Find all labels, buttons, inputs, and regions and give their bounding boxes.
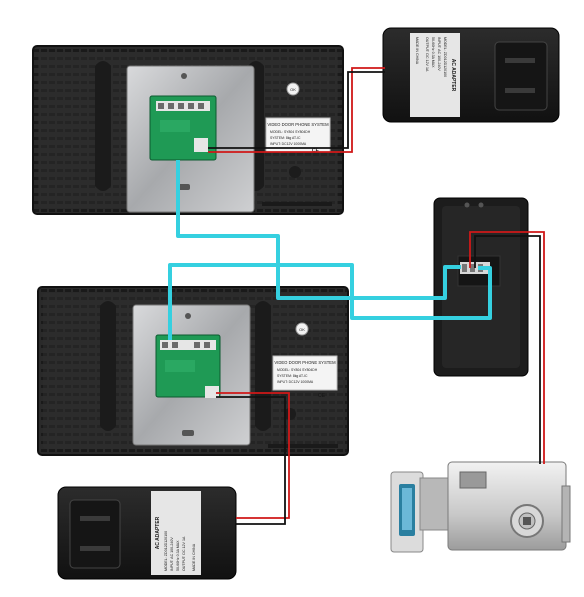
power-adapter-top: AC ADAPTER MODEL: ZD012D120100 INPUT: AC… [382, 27, 560, 123]
label-row-bottom-1: MODEL: SY804 SY804DH [277, 368, 318, 372]
svg-text:50-60Hz 0.3A MAX: 50-60Hz 0.3A MAX [176, 540, 180, 571]
product-label-bottom [272, 355, 338, 391]
ce-mark-top: CE [312, 148, 320, 154]
label-row-top-1: MODEL: SY804 SY804DH [270, 130, 311, 134]
label-row-top-2: SYSTEM: 8kg AT-IC [270, 136, 301, 140]
outdoor-camera-unit [433, 197, 529, 377]
product-label-top [265, 117, 331, 153]
monitor-bottom: VIDEO DOOR PHONE SYSTEM MODEL: SY804 SY8… [37, 286, 349, 456]
electric-door-lock [390, 461, 571, 553]
power-adapter-bottom: AC ADAPTER MODEL: ZD012D120100 INPUT: AC… [57, 486, 237, 580]
ok-badge-top [286, 82, 300, 96]
adapter-title-bottom: AC ADAPTER [155, 516, 161, 549]
label-title-bottom: VIDEO DOOR PHONE SYSTEM [274, 360, 336, 365]
svg-text:OK: OK [299, 327, 305, 332]
cyan-cable-bottom [168, 263, 492, 340]
label-row-bottom-3: INPUT: DC12V 1000MA [277, 380, 314, 384]
svg-text:OUTPUT: DC 12V 1A: OUTPUT: DC 12V 1A [425, 37, 429, 72]
svg-text:MADE IN CHINA: MADE IN CHINA [415, 37, 419, 65]
lock-wire [469, 231, 545, 464]
svg-text:INPUT: AC 100-240V: INPUT: AC 100-240V [437, 37, 441, 71]
ok-badge-bottom [295, 322, 309, 336]
label-row-bottom-2: SYSTEM: 8kg AT-IC [277, 374, 308, 378]
power-wire-top [208, 67, 385, 153]
svg-text:MADE IN CHINA: MADE IN CHINA [192, 543, 196, 571]
svg-text:50-60Hz 0.3A MAX: 50-60Hz 0.3A MAX [431, 37, 435, 68]
svg-text:INPUT: AC 100-240V: INPUT: AC 100-240V [170, 537, 174, 571]
svg-text:MODEL: ZD012D120100: MODEL: ZD012D120100 [164, 531, 168, 571]
ce-mark-bottom: CE [318, 393, 326, 399]
label-row-top-3: INPUT: DC12V 1000MA [270, 142, 307, 146]
svg-text:OK: OK [290, 87, 296, 92]
adapter-title-top: AC ADAPTER [450, 59, 456, 92]
monitor-top: VIDEO DOOR PHONE SYSTEM MODEL: SY804 SY8… [32, 45, 344, 215]
power-wire-bottom [216, 392, 290, 525]
cyan-cable-top [176, 160, 461, 300]
svg-text:MODEL: ZD012D120100: MODEL: ZD012D120100 [443, 37, 447, 77]
label-title-top: VIDEO DOOR PHONE SYSTEM [267, 122, 329, 127]
svg-text:OUTPUT: DC 12V 1A: OUTPUT: DC 12V 1A [182, 536, 186, 571]
